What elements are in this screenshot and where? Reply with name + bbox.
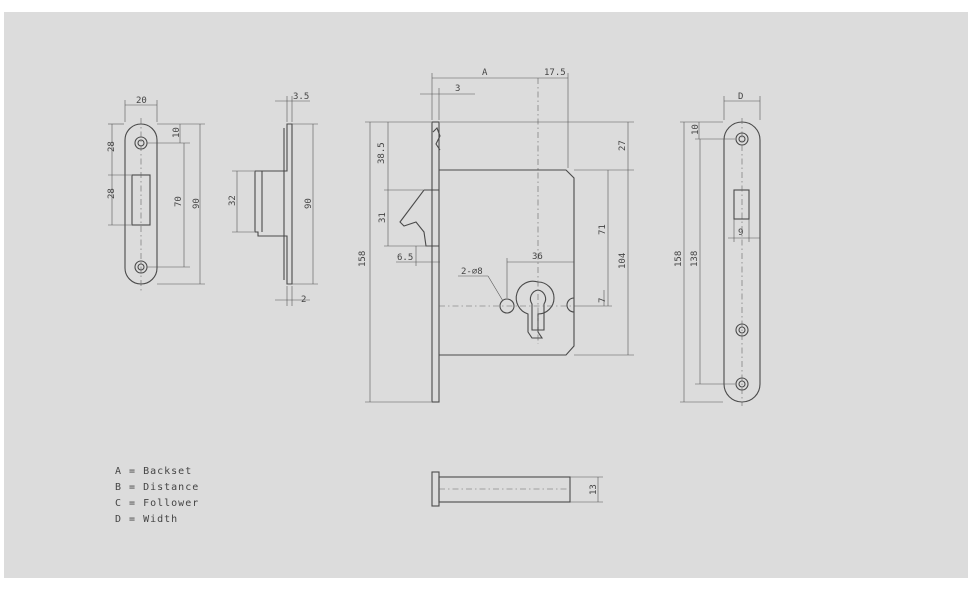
- cylinder-profile: [515, 280, 555, 339]
- legend-item-backset: A = Backset: [115, 466, 192, 477]
- follower-hole: [499, 298, 515, 314]
- lock-dim-faceplate: 3: [455, 84, 460, 94]
- lock-dim-total: 158: [358, 251, 368, 267]
- lock-dim-offset: 17.5: [544, 68, 566, 78]
- strike-dim-top: 10: [172, 127, 182, 138]
- lock-dim-latch-depth: 6.5: [397, 253, 413, 263]
- strike-dim-hole-spacing: 70: [174, 196, 184, 207]
- strike-side-dim-thickness: 3.5: [293, 92, 309, 102]
- strike-side-dim-bottom: 2: [301, 295, 306, 305]
- lock-dim-body: 104: [618, 253, 628, 269]
- strike-dim-lower: 28: [107, 188, 117, 199]
- faceplate-dim-screws: 138: [690, 251, 700, 267]
- bolt-shaft: [438, 476, 571, 503]
- faceplate-dim-top: 10: [691, 124, 701, 135]
- legend-item-distance: B = Distance: [115, 482, 199, 493]
- latch-bolt: [399, 189, 439, 247]
- strike-dim-upper: 28: [107, 141, 117, 152]
- lock-dim-distance: 36: [532, 252, 543, 262]
- faceplate-dim-width: D: [738, 92, 743, 102]
- lock-dim-latch-height: 38.5: [377, 142, 387, 164]
- strike-side-dim-height: 90: [304, 198, 314, 209]
- lock-dim-hole-label: 2-⌀8: [461, 267, 483, 277]
- lock-dim-top: 27: [618, 140, 628, 151]
- lock-dim-latch: 31: [378, 212, 388, 223]
- strike-side-dim-latch: 32: [228, 195, 238, 206]
- strike-dim-width: 20: [136, 96, 147, 106]
- legend-item-follower: C = Follower: [115, 498, 199, 509]
- strike-plate-front: 20 28 28 10 70 90: [107, 96, 205, 292]
- lock-dim-small: 7: [598, 298, 608, 303]
- legend-item-width: D = Width: [115, 514, 178, 525]
- strike-dim-height: 90: [192, 198, 202, 209]
- faceplate-front: D 10 138 158 9: [674, 92, 761, 406]
- strike-side-outline: [254, 123, 293, 285]
- faceplate-square-hole: [733, 189, 750, 220]
- strike-plate-side: 3.5 32 90 2: [228, 92, 318, 306]
- legend: A = Backset B = Distance C = Follower D …: [115, 466, 199, 525]
- faceplate-dim-total: 158: [674, 251, 684, 267]
- bolt-side: 13: [431, 471, 603, 507]
- drawing-sheet: [4, 12, 968, 578]
- faceplate-dim-square: 9: [738, 228, 743, 238]
- lock-dim-backset: A: [482, 68, 488, 78]
- lock-body: A 17.5 3 27 71 104 7 158 38.5 31 6.5: [358, 68, 634, 403]
- lock-dim-follower: 71: [598, 224, 608, 235]
- bolt-dim-diameter: 13: [589, 484, 599, 495]
